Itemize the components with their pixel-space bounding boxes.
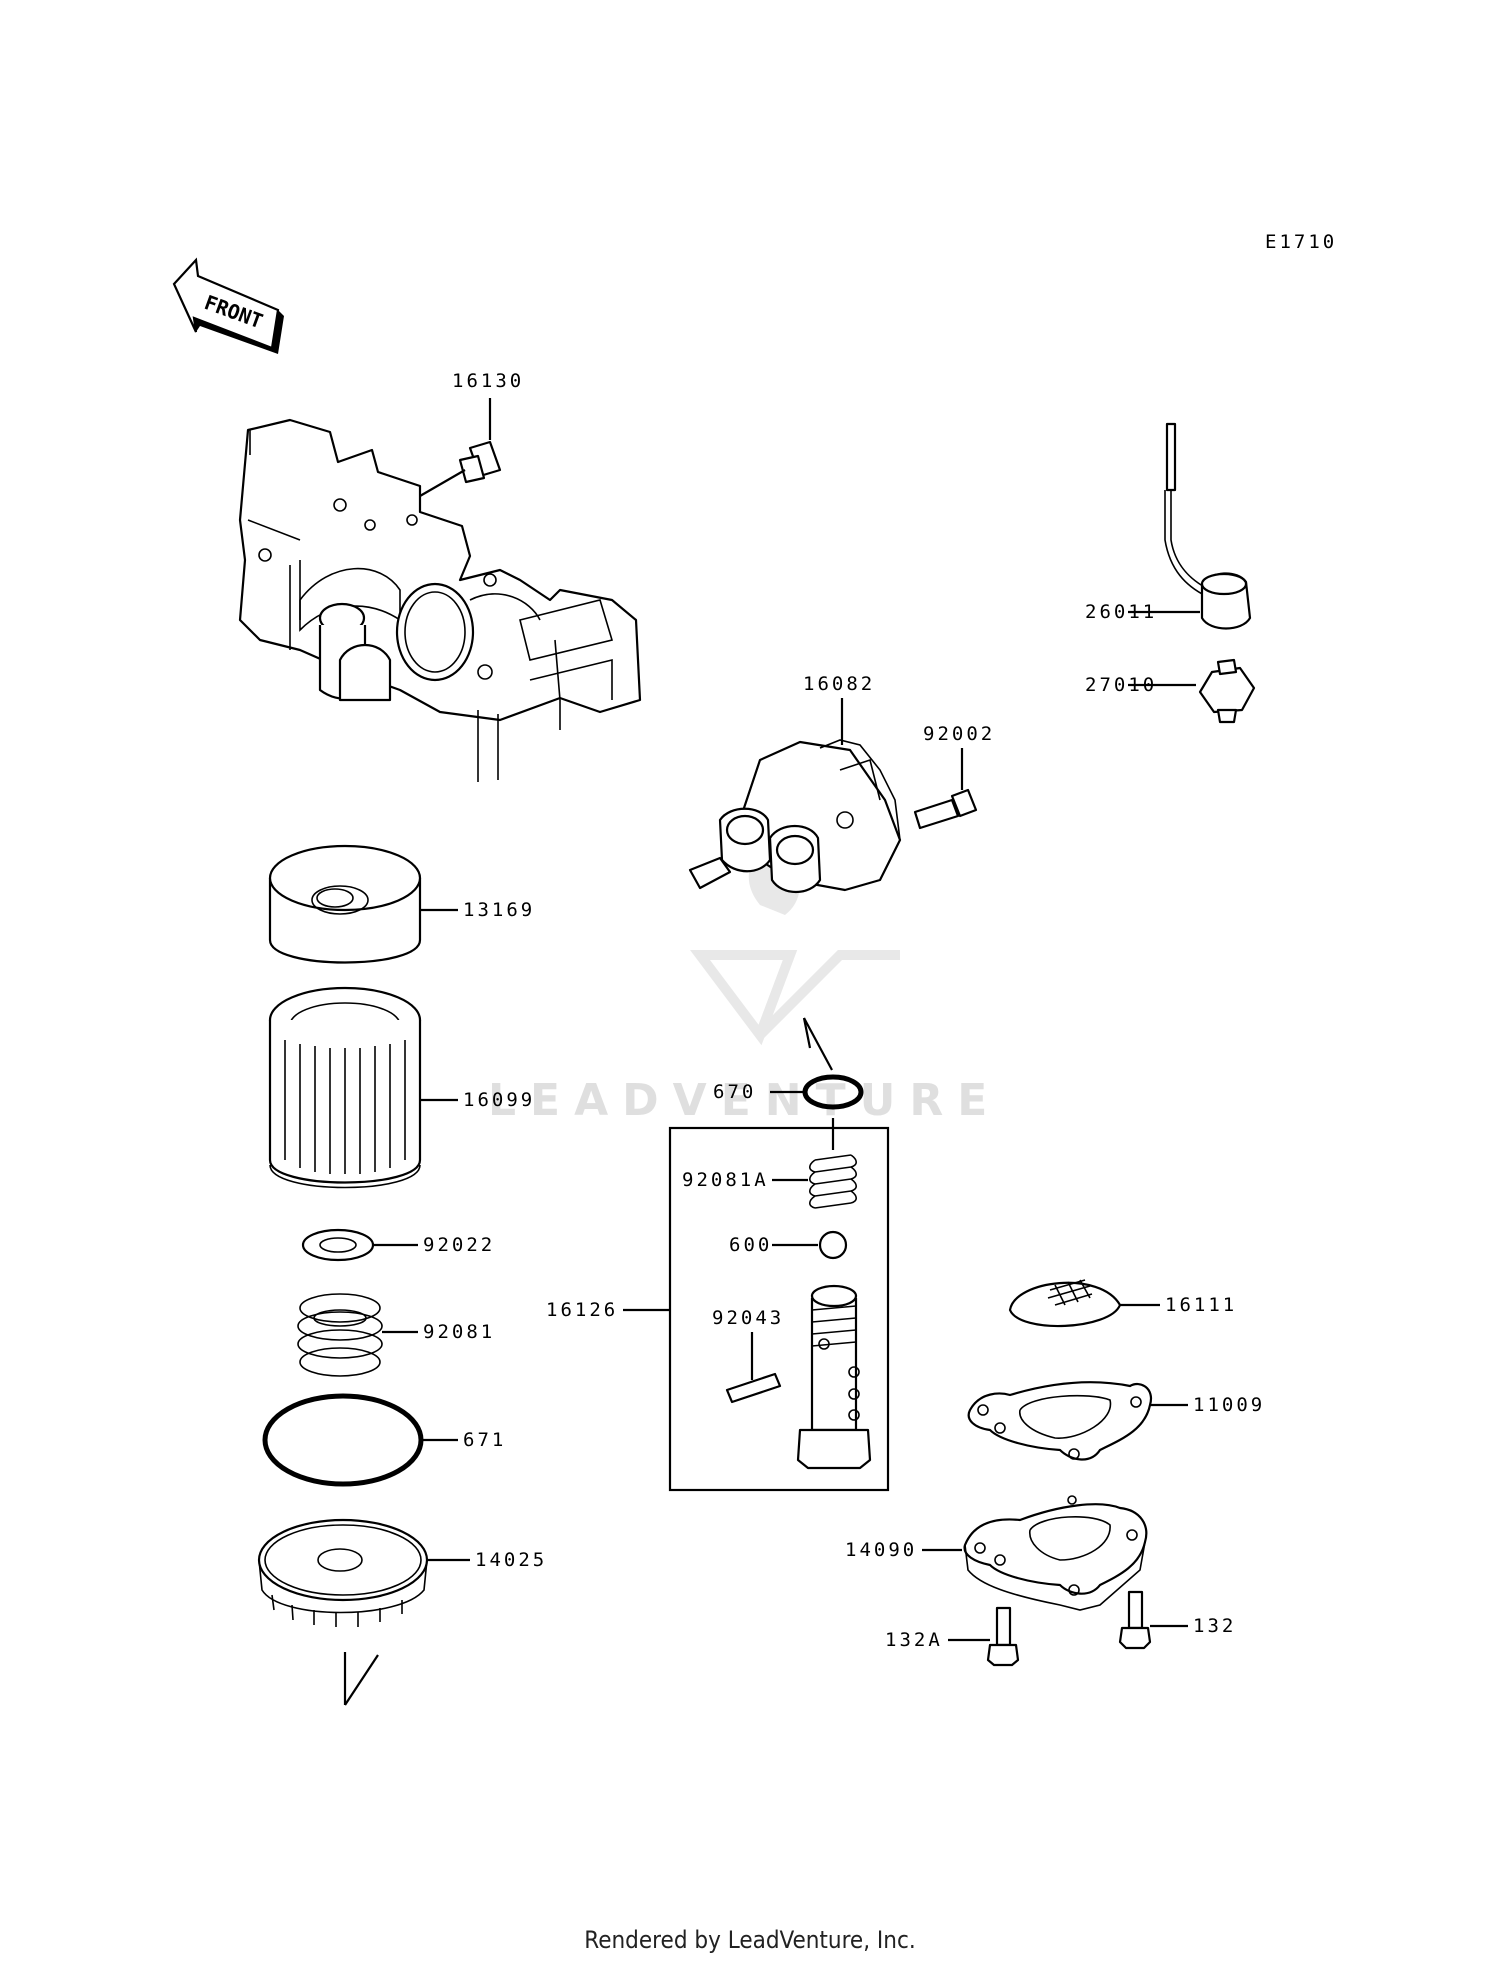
part-92081-drawing	[297, 1293, 383, 1377]
callout-92002[interactable]: 92002	[923, 723, 995, 745]
part-16130-drawing	[458, 440, 502, 484]
callout-16111[interactable]: 16111	[1165, 1294, 1237, 1316]
leadventure-watermark: LEADVENTURE	[488, 845, 1001, 1126]
callout-16099[interactable]: 16099	[463, 1089, 535, 1111]
part-relief-valve-drawing	[725, 1284, 872, 1470]
callout-670[interactable]: 670	[713, 1081, 756, 1103]
part-16082-drawing	[688, 739, 902, 893]
part-11009-drawing	[967, 1381, 1153, 1461]
callout-14090[interactable]: 14090	[845, 1539, 917, 1561]
watermark-text: LEADVENTURE	[488, 1075, 1001, 1126]
callout-92081[interactable]: 92081	[423, 1321, 495, 1343]
footer-credit: Rendered by LeadVenture, Inc.	[584, 1926, 916, 1954]
part-13169-drawing	[268, 844, 422, 964]
callout-26011[interactable]: 26011	[1085, 601, 1157, 623]
part-14025-drawing	[257, 1518, 429, 1627]
callout-27010[interactable]: 27010	[1085, 674, 1157, 696]
part-16111-drawing	[1008, 1279, 1122, 1328]
part-92022-drawing	[301, 1228, 375, 1262]
part-92002-drawing	[913, 788, 978, 830]
callout-13169[interactable]: 13169	[463, 899, 535, 921]
part-670-drawing	[802, 1074, 864, 1110]
callout-11009[interactable]: 11009	[1193, 1394, 1265, 1416]
callout-16082[interactable]: 16082	[803, 673, 875, 695]
part-671-drawing	[262, 1393, 424, 1487]
part-132A-drawing	[986, 1606, 1020, 1667]
callout-92043[interactable]: 92043	[712, 1307, 784, 1329]
diagram-code: E1710	[1265, 231, 1337, 253]
part-600-drawing	[818, 1230, 848, 1260]
part-26011-drawing	[1164, 422, 1252, 630]
callout-92022[interactable]: 92022	[423, 1234, 495, 1256]
crankcase-drawing	[238, 418, 642, 782]
part-27010-drawing	[1198, 658, 1256, 724]
callout-16130[interactable]: 16130	[452, 370, 524, 392]
part-16099-drawing	[268, 986, 422, 1189]
callout-132A[interactable]: 132A	[885, 1629, 943, 1651]
callout-671[interactable]: 671	[463, 1429, 506, 1451]
part-132-drawing	[1118, 1590, 1152, 1650]
callout-600[interactable]: 600	[729, 1234, 772, 1256]
callout-132[interactable]: 132	[1193, 1615, 1236, 1637]
front-arrow-icon: FRONT	[172, 257, 284, 354]
part-92081A-drawing	[808, 1118, 858, 1209]
callout-92081A[interactable]: 92081A	[682, 1169, 769, 1191]
callout-14025[interactable]: 14025	[475, 1549, 547, 1571]
part-14090-drawing	[963, 1495, 1148, 1611]
callout-16126[interactable]: 16126	[546, 1299, 618, 1321]
